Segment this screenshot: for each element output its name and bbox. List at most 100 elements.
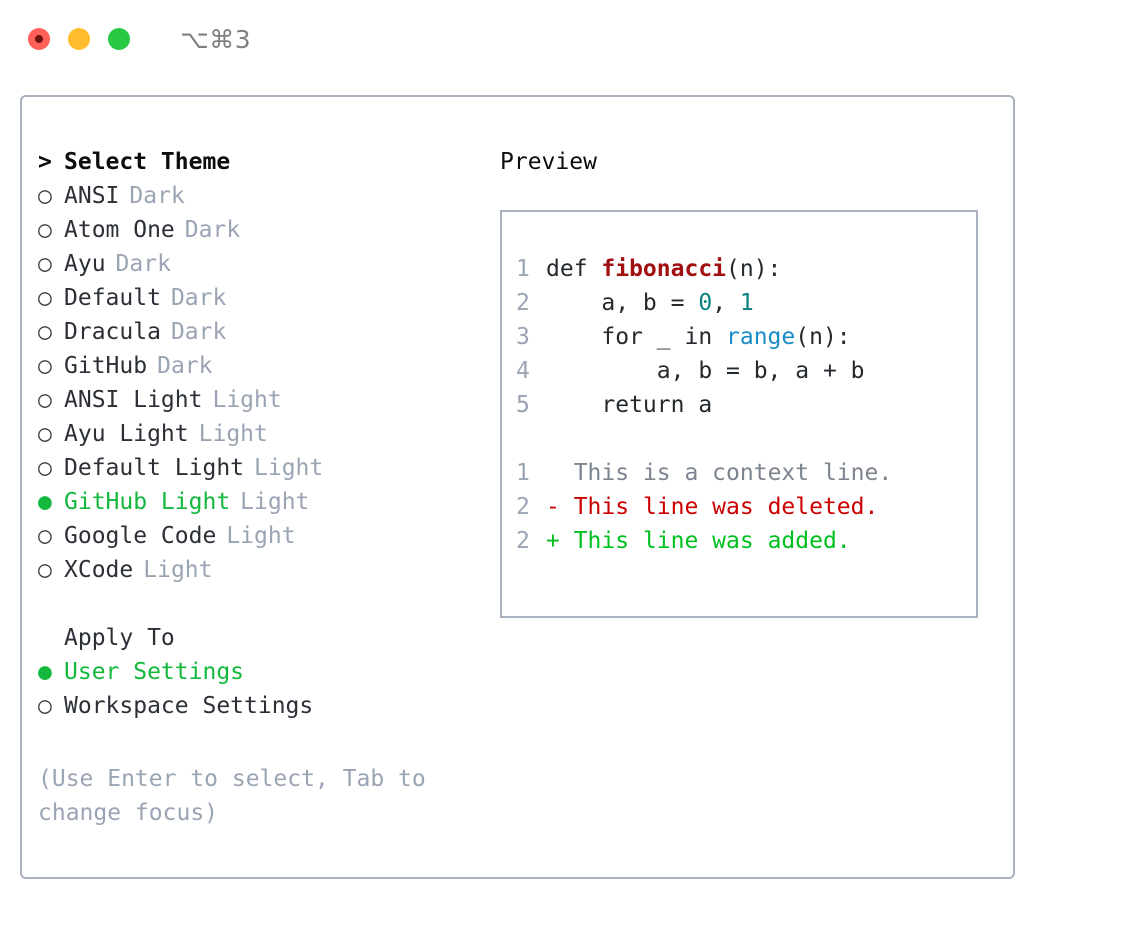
theme-option-dracula[interactable]: ○ Dracula Dark	[38, 315, 468, 349]
code-line: 3 for _ in range(n):	[516, 320, 976, 354]
select-theme-heading: > Select Theme	[38, 145, 468, 179]
theme-option-default[interactable]: ○ Default Dark	[38, 281, 468, 315]
preview-box: 1 def fibonacci(n): 2 a, b = 0, 1 3 for …	[500, 210, 978, 618]
diff-line-context: 1 This is a context line.	[516, 456, 976, 490]
apply-to-group: Apply To ● User Settings ○ Workspace Set…	[38, 621, 468, 723]
code-token: (n):	[795, 324, 851, 350]
theme-option-ansi[interactable]: ○ ANSI Dark	[38, 179, 468, 213]
theme-option-ayu[interactable]: ○ Ayu Dark	[38, 247, 468, 281]
line-number: 2	[516, 528, 530, 554]
apply-to-option-label: User Settings	[64, 659, 245, 685]
theme-option-github[interactable]: ○ GitHub Dark	[38, 349, 468, 383]
title-bar: ⌥⌘3	[0, 0, 1140, 78]
preview-title: Preview	[500, 149, 597, 175]
main-panel: > Select Theme ○ ANSI Dark ○ Atom One Da…	[20, 95, 1015, 879]
theme-option-label: Ayu	[64, 251, 106, 277]
code-token: for _ in	[546, 324, 727, 350]
theme-option-github-light[interactable]: ● GitHub Light Light	[38, 485, 468, 519]
radio-empty-icon[interactable]: ○	[38, 455, 52, 481]
theme-option-suffix: Dark	[129, 183, 185, 209]
theme-option-label: GitHub Light	[64, 489, 231, 515]
diff-text: This line was deleted.	[559, 494, 879, 520]
diff-marker	[546, 460, 560, 486]
radio-selected-icon[interactable]: ●	[38, 489, 52, 515]
code-token: a, b = b, a + b	[546, 358, 865, 384]
line-number: 1	[516, 256, 530, 282]
theme-option-ansi-light[interactable]: ○ ANSI Light Light	[38, 383, 468, 417]
theme-option-suffix: Light	[254, 455, 324, 481]
keyboard-hint-text: (Use Enter to select, Tab to change focu…	[38, 766, 426, 826]
code-token-function: fibonacci	[601, 256, 727, 282]
diff-line-deleted: 2 - This line was deleted.	[516, 490, 976, 524]
theme-selector-column: > Select Theme ○ ANSI Dark ○ Atom One Da…	[38, 145, 468, 723]
theme-option-label: Ayu Light	[64, 421, 189, 447]
select-theme-label: Select Theme	[64, 149, 231, 175]
theme-option-label: XCode	[64, 557, 134, 583]
code-line: 1 def fibonacci(n):	[516, 252, 976, 286]
minimize-button[interactable]	[68, 28, 90, 50]
radio-empty-icon[interactable]: ○	[38, 523, 52, 549]
diff-content: - This line was deleted.	[546, 490, 878, 524]
apply-to-option-label: Workspace Settings	[64, 693, 314, 719]
apply-to-label: Apply To	[64, 625, 175, 651]
radio-empty-icon[interactable]: ○	[38, 557, 52, 583]
section-spacer	[38, 587, 468, 621]
line-number: 1	[516, 460, 530, 486]
radio-empty-icon[interactable]: ○	[38, 693, 52, 719]
code-token-number: 0	[698, 290, 713, 316]
diff-content: + This line was added.	[546, 524, 851, 558]
radio-empty-icon[interactable]: ○	[38, 183, 52, 209]
code-content: for _ in range(n):	[546, 320, 851, 354]
theme-option-suffix: Light	[240, 489, 310, 515]
theme-option-suffix: Dark	[170, 285, 227, 311]
apply-to-option-workspace-settings[interactable]: ○ Workspace Settings	[38, 689, 468, 723]
code-line: 4 a, b = b, a + b	[516, 354, 976, 388]
radio-selected-icon[interactable]: ●	[38, 659, 52, 685]
diff-text: This line was added.	[559, 528, 851, 554]
line-number: 2	[516, 290, 530, 316]
code-blank-line	[516, 422, 976, 456]
apply-to-option-user-settings[interactable]: ● User Settings	[38, 655, 468, 689]
window-controls	[28, 28, 130, 50]
theme-option-label: Default	[64, 285, 161, 311]
diff-marker: +	[546, 528, 560, 554]
theme-option-suffix: Light	[226, 523, 296, 549]
line-number: 4	[516, 358, 530, 384]
theme-list: ○ ANSI Dark ○ Atom One Dark ○ Ayu Dark	[38, 179, 468, 587]
theme-option-suffix: Dark	[170, 319, 227, 345]
maximize-button[interactable]	[108, 28, 130, 50]
diff-content: This is a context line.	[546, 456, 893, 490]
theme-option-default-light[interactable]: ○ Default Light Light	[38, 451, 468, 485]
radio-empty-icon[interactable]: ○	[38, 217, 52, 243]
radio-empty-icon[interactable]: ○	[38, 251, 52, 277]
theme-option-suffix: Light	[143, 557, 213, 583]
radio-empty-icon[interactable]: ○	[38, 353, 52, 379]
keyboard-shortcut-label: ⌥⌘3	[180, 24, 252, 54]
radio-empty-icon[interactable]: ○	[38, 387, 52, 413]
theme-option-ayu-light[interactable]: ○ Ayu Light Light	[38, 417, 468, 451]
code-token: (n):	[726, 256, 782, 282]
radio-empty-icon[interactable]: ○	[38, 319, 52, 345]
code-content: return a	[546, 388, 712, 422]
theme-option-label: Default Light	[64, 455, 245, 481]
theme-option-label: ANSI Light	[64, 387, 203, 413]
close-button[interactable]	[28, 28, 50, 50]
diff-text: This is a context line.	[559, 460, 893, 486]
theme-option-xcode[interactable]: ○ XCode Light	[38, 553, 468, 587]
line-number: 3	[516, 324, 530, 350]
code-line: 5 return a	[516, 388, 976, 422]
code-token-call: range	[726, 324, 796, 350]
radio-empty-icon[interactable]: ○	[38, 421, 52, 447]
theme-option-label: Google Code	[64, 523, 217, 549]
caret-icon: >	[38, 149, 52, 175]
code-token: a, b =	[546, 290, 699, 316]
code-content: def fibonacci(n):	[546, 252, 781, 286]
theme-option-google-code[interactable]: ○ Google Code Light	[38, 519, 468, 553]
radio-empty-icon[interactable]: ○	[38, 285, 52, 311]
theme-option-label: GitHub	[64, 353, 148, 379]
code-content: a, b = b, a + b	[546, 354, 865, 388]
theme-option-atom-one[interactable]: ○ Atom One Dark	[38, 213, 468, 247]
preview-column: Preview 1 def fibonacci(n): 2 a, b = 0, …	[500, 145, 990, 618]
code-token-number: 1	[739, 290, 754, 316]
